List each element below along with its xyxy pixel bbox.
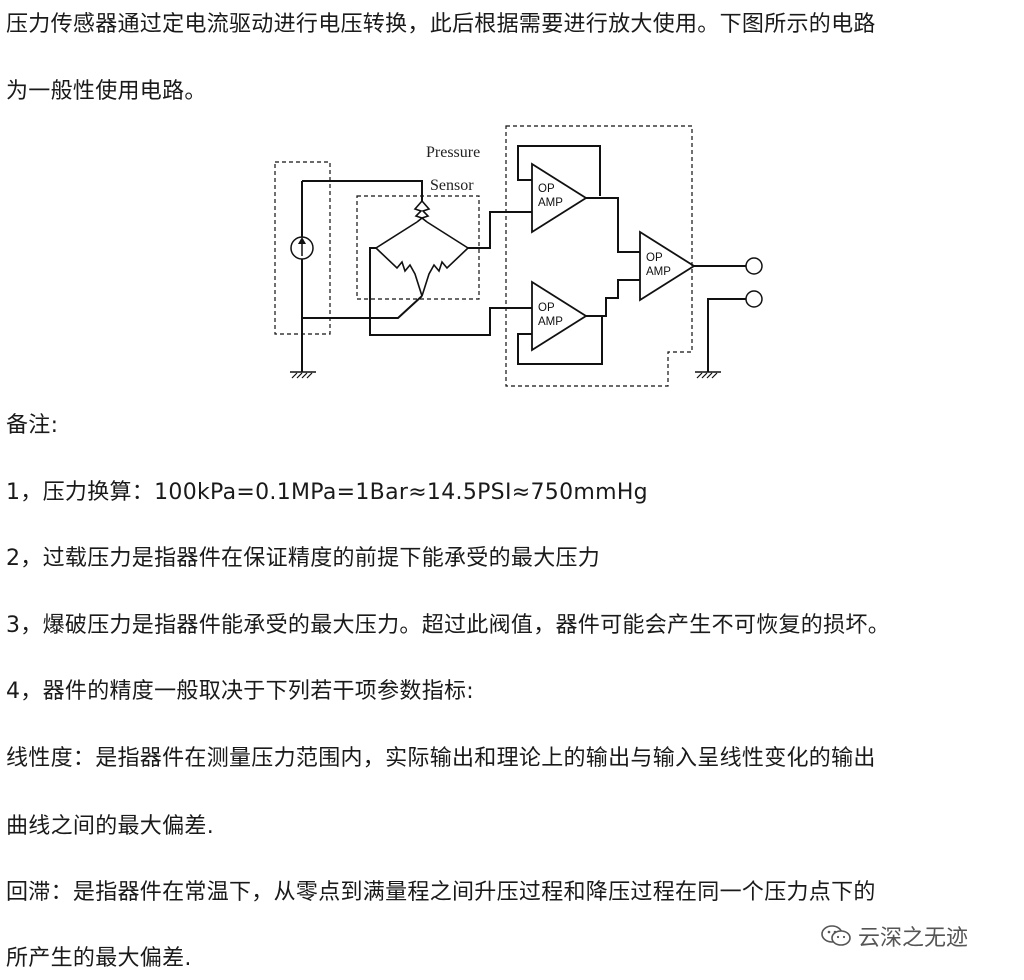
op-amp-top bbox=[531, 162, 588, 234]
hysteresis-line-2: 所产生的最大偏差. bbox=[6, 946, 192, 971]
note-2: 2，过载压力是指器件在保证精度的前提下能承受的最大压力 bbox=[6, 546, 601, 571]
op-amp-output-label-1: OP bbox=[646, 252, 663, 264]
sensor-label: Sensor bbox=[430, 177, 474, 194]
output-terminal-bottom bbox=[745, 290, 763, 308]
notes-heading: 备注: bbox=[6, 413, 59, 438]
watermark: 云深之无迹 bbox=[820, 920, 968, 952]
op-amp-output bbox=[639, 230, 696, 302]
intro-line-1: 压力传感器通过定电流驱动进行电压转换，此后根据需要进行放大使用。下图所示的电路 bbox=[6, 12, 876, 37]
op-amp-output-label-2: AMP bbox=[646, 266, 671, 278]
op-amp-top-label-1: OP bbox=[538, 183, 555, 195]
op-amp-bottom-label-1: OP bbox=[538, 302, 555, 314]
op-amp-bottom bbox=[531, 280, 588, 352]
pressure-label: Pressure bbox=[426, 144, 480, 161]
circuit-diagram: Pressure Sensor OP AMP OP AMP OP AMP bbox=[274, 125, 763, 387]
watermark-text: 云深之无迹 bbox=[858, 926, 969, 951]
note-3: 3，爆破压力是指器件能承受的最大压力。超过此阀值，器件可能会产生不可恢复的损坏。 bbox=[6, 613, 890, 638]
chat-bubble-icon bbox=[821, 925, 851, 946]
output-terminal-top bbox=[745, 257, 763, 275]
op-amp-top-label-2: AMP bbox=[538, 197, 563, 209]
note-4: 4，器件的精度一般取决于下列若干项参数指标: bbox=[6, 679, 475, 704]
intro-line-2: 为一般性使用电路。 bbox=[6, 79, 207, 104]
linearity-line-1: 线性度：是指器件在测量压力范围内，实际输出和理论上的输出与输入呈线性变化的输出 bbox=[6, 746, 876, 771]
linearity-line-2: 曲线之间的最大偏差. bbox=[6, 814, 214, 839]
amplifier-box bbox=[505, 125, 693, 387]
hysteresis-line-1: 回滞：是指器件在常温下，从零点到满量程之间升压过程和降压过程在同一个压力点下的 bbox=[6, 880, 876, 905]
op-amp-bottom-label-2: AMP bbox=[538, 316, 563, 328]
note-1: 1，压力换算：100kPa=0.1MPa=1Bar≈14.5PSI≈750mmH… bbox=[6, 480, 648, 505]
